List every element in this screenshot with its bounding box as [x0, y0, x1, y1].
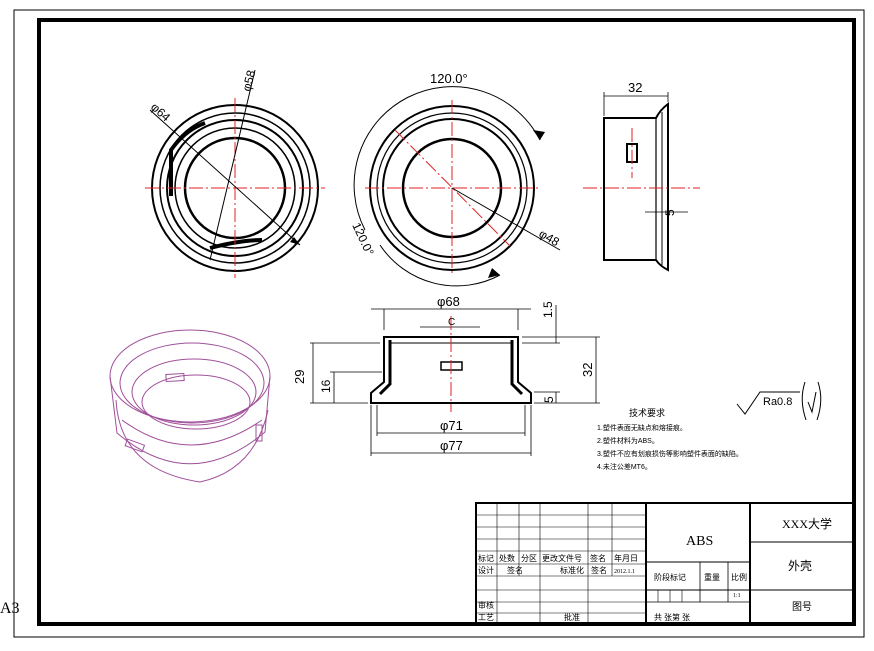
dim-angle-top: 120.0° — [430, 71, 468, 86]
tb-hdr-nianyueri: 年月日 — [614, 553, 638, 563]
isometric-view — [109, 329, 271, 483]
front-view — [145, 69, 325, 278]
outer-border — [13, 9, 865, 638]
side-view — [583, 92, 700, 272]
dim-dia-68: φ68 — [437, 294, 460, 309]
sheet-size-label: A3 — [0, 600, 20, 617]
dim-height-16: 16 — [319, 379, 333, 393]
title-school: XXX大学 — [782, 516, 832, 531]
dim-height-32: 32 — [580, 363, 595, 377]
tb-stage-mark: 阶段标记 — [654, 572, 686, 582]
title-part-name: 外壳 — [788, 559, 812, 573]
dim-small-c: C — [448, 317, 455, 328]
dim-dia-64: φ64 — [148, 100, 173, 125]
section-view — [310, 305, 600, 456]
dim-dia-48: φ48 — [537, 226, 563, 249]
tech-note-1: 1.塑件表面无缺点和熔接痕。 — [597, 423, 687, 432]
tb-hdr-qianming: 签名 — [590, 553, 606, 563]
rear-view — [353, 86, 561, 287]
tech-note-4: 4.未注公差MT6。 — [597, 462, 652, 471]
tb-row-pizhun: 批准 — [564, 612, 580, 622]
dim-dia-58: φ58 — [239, 68, 258, 92]
dim-wall-1-5: 1.5 — [541, 301, 555, 318]
tb-hdr-gengai: 更改文件号 — [542, 553, 582, 563]
tb-row-biaozhunhua: 标准化 — [560, 565, 584, 575]
tb-scale-value: 1:1 — [733, 593, 741, 599]
tb-weight: 重量 — [704, 572, 720, 582]
dim-angle-bottom: 120.0° — [349, 220, 376, 258]
dim-dia-71: φ71 — [440, 418, 463, 433]
drawing-frame — [37, 18, 856, 626]
tb-row-shenhe: 审核 — [478, 600, 494, 610]
dim-base-5: 5 — [542, 396, 556, 403]
tb-row-gongyi: 工艺 — [478, 613, 494, 622]
title-drawing-no: 图号 — [792, 601, 812, 613]
tech-note-3: 3.塑件不应有划痕损伤等影响塑件表面的缺陷。 — [597, 449, 743, 458]
tb-scale-label: 比例 — [731, 572, 747, 582]
tb-hdr-biaoji: 标记 — [478, 553, 494, 563]
tb-sheets: 共 张第 张 — [654, 612, 690, 622]
dim-dia-77: φ77 — [440, 438, 463, 453]
roughness-value: Ra0.8 — [763, 396, 792, 408]
tb-row-sheji: 设计 — [478, 565, 494, 575]
tech-note-2: 2.塑件材料为ABS。 — [597, 436, 659, 445]
tb-row-date: 2012.1.1 — [614, 569, 635, 575]
title-block — [475, 502, 855, 625]
dim-height-29: 29 — [292, 370, 307, 384]
tb-row-biaozhunhua-sig: 签名 — [591, 565, 607, 575]
tb-row-sheji-sig: 签名 — [507, 565, 523, 575]
tech-notes-title: 技术要求 — [629, 407, 665, 418]
dim-width-32: 32 — [628, 80, 642, 95]
dim-slot-5: 5 — [663, 209, 677, 216]
tb-hdr-chushu: 处数 — [499, 553, 515, 563]
roughness-symbol — [736, 381, 822, 421]
tb-hdr-fenqu: 分区 — [521, 554, 537, 563]
title-material: ABS — [686, 534, 713, 549]
